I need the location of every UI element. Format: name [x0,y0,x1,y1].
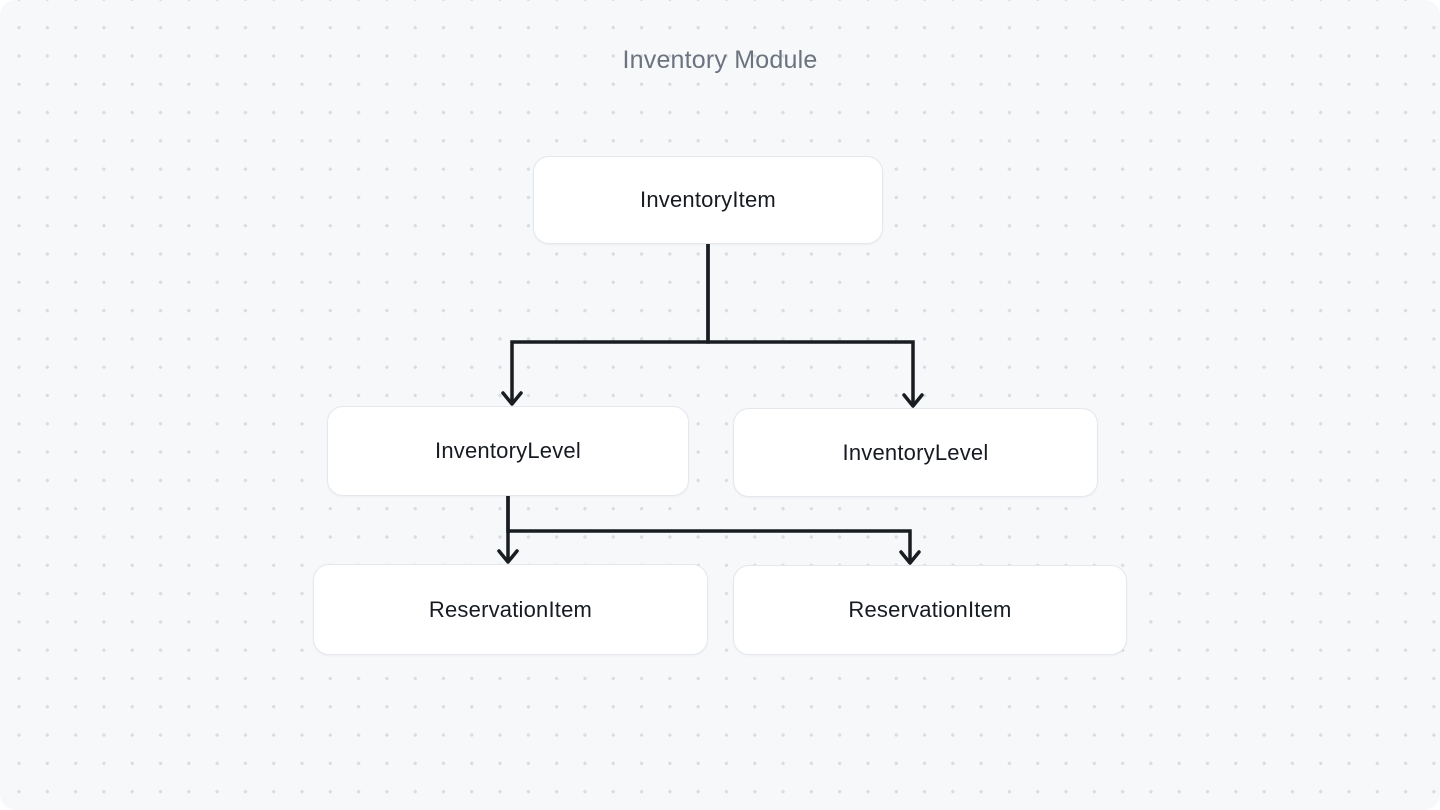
diagram-title: Inventory Module [622,46,818,74]
diagram-node-inventory-level-2[interactable]: InventoryLevel [733,408,1098,497]
node-label: ReservationItem [848,597,1012,622]
node-label: InventoryLevel [842,439,989,465]
node-label: InventoryItem [640,187,776,212]
diagram-node-reservation-item-2[interactable]: ReservationItem [733,565,1127,655]
diagram-node-inventory-item[interactable]: InventoryItem [533,156,883,244]
diagram-node-reservation-item-1[interactable]: ReservationItem [313,564,708,655]
node-label: ReservationItem [428,596,593,622]
node-label: InventoryLevel [435,438,581,463]
diagram-node-inventory-level-1[interactable]: InventoryLevel [327,406,689,496]
